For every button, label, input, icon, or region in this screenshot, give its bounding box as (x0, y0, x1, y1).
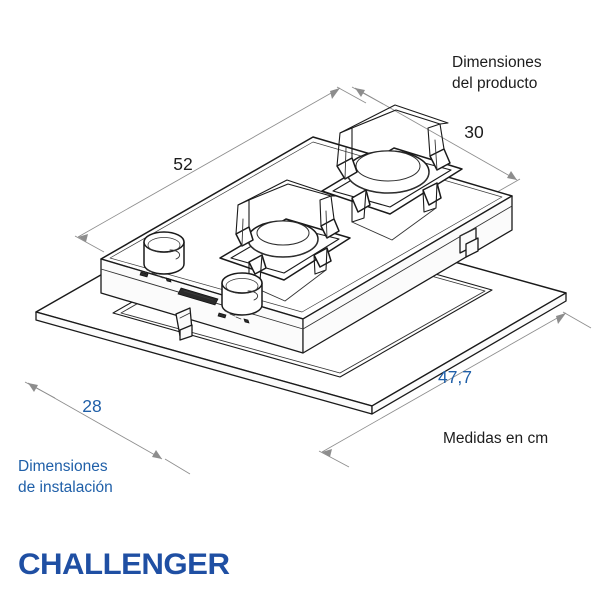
dimension-label-47-7: 47,7 (438, 367, 472, 387)
caption-installation-dimensions: Dimensiones de instalación (18, 458, 113, 496)
mounting-bracket-front (175, 307, 193, 341)
dimension-line-52 (74, 86, 367, 253)
dimension-line-28 (24, 381, 191, 475)
mounting-bracket-right (459, 227, 479, 258)
challenger-logo: CHALLENGER (18, 548, 230, 581)
knob-markings-right (217, 310, 250, 324)
caption-units-note: Medidas en cm (443, 430, 549, 447)
brand-badge-plate (177, 287, 219, 306)
dimension-label-52: 52 (173, 154, 192, 174)
dimension-line-47-7 (318, 311, 592, 468)
caption-product-dimensions: Dimensiones del producto (452, 54, 542, 92)
control-knob-left[interactable] (139, 231, 185, 283)
burner-front-left (219, 179, 351, 302)
dimension-label-28: 28 (82, 396, 101, 416)
control-knob-right[interactable] (217, 272, 263, 324)
knob-markings-left (139, 269, 172, 283)
dimension-group-installation (24, 311, 592, 475)
pan-support-right (321, 104, 463, 241)
burner-rear-right (321, 104, 463, 241)
dimension-label-30: 30 (464, 122, 484, 142)
dimension-group-product (74, 86, 521, 253)
dimension-line-30 (351, 86, 521, 196)
pan-support-left (219, 179, 351, 302)
